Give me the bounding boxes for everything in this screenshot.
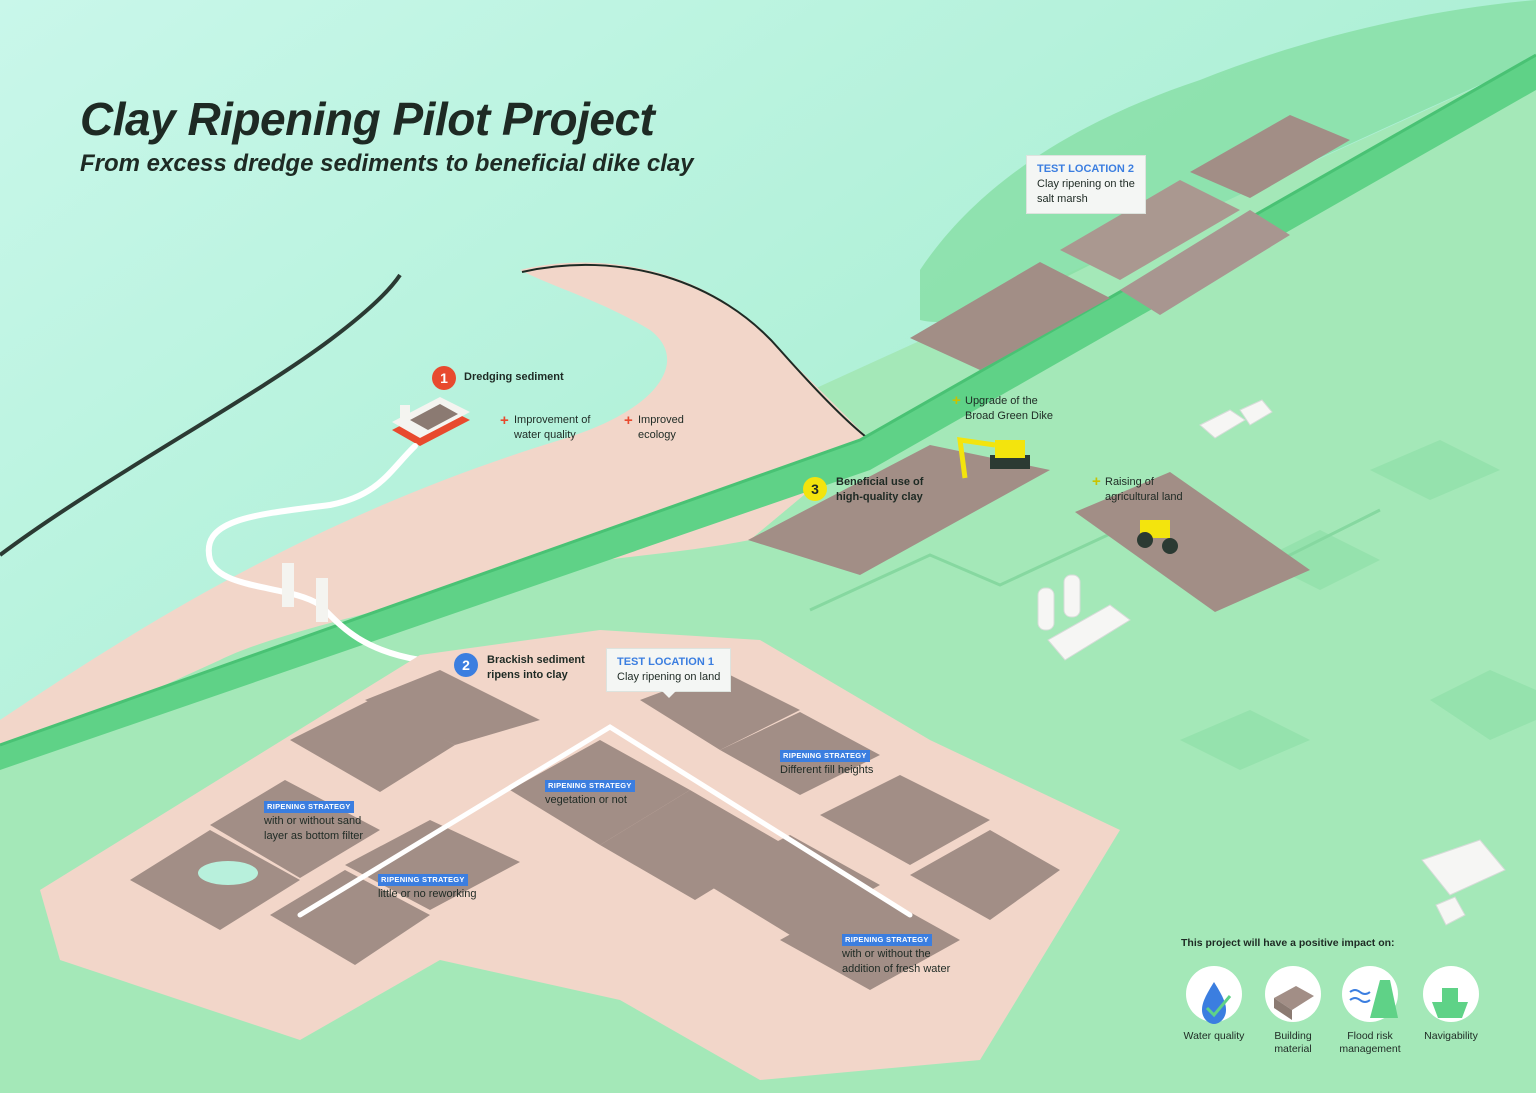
breakwater <box>0 273 402 557</box>
test-location-2-callout: TEST LOCATION 2 Clay ripening on the sal… <box>1026 155 1146 214</box>
test-location-2-text-1: Clay ripening on the <box>1037 178 1135 190</box>
clay-block-icon <box>1274 986 1314 1010</box>
test-basins <box>130 670 1060 990</box>
dike-work-area <box>748 445 1050 575</box>
excavator <box>957 437 1030 479</box>
plus-icon: + <box>1092 473 1101 490</box>
pipeline-towers <box>282 563 328 622</box>
impact-icon-art <box>1202 980 1468 1024</box>
plus-icon: + <box>952 392 961 409</box>
sand-spit <box>0 262 870 760</box>
water-drop-check-icon <box>1202 982 1226 1024</box>
test-location-2-title: TEST LOCATION 2 <box>1037 163 1134 175</box>
step-3-badge: 3 <box>803 477 827 501</box>
plus-icon: + <box>624 412 633 429</box>
page-title: Clay Ripening Pilot Project <box>80 93 655 145</box>
test-location-2-text-2: salt marsh <box>1037 193 1088 205</box>
spit-edge <box>521 263 871 441</box>
impact-heading: This project will have a positive impact… <box>1181 937 1395 949</box>
step-1-badge: 1 <box>432 366 456 390</box>
dike-wave-icon <box>1370 980 1398 1018</box>
dredging-boat <box>392 397 470 446</box>
sediment-pipeline <box>205 443 613 730</box>
test-location-1-text: Clay ripening on land <box>617 671 721 683</box>
ship-icon <box>1432 1002 1468 1018</box>
step-2-badge: 2 <box>454 653 478 677</box>
page-subtitle: From excess dredge sediments to benefici… <box>80 150 694 177</box>
tractor <box>1137 520 1178 554</box>
green-dike <box>0 55 1536 770</box>
farm-buildings <box>1037 399 1506 926</box>
fresh-water-pond <box>198 861 258 885</box>
step-1-label: Dredging sediment <box>464 371 564 383</box>
impact-water-quality: Water quality <box>1183 1030 1245 1042</box>
test-location-1-callout: TEST LOCATION 1 Clay ripening on land <box>606 648 732 698</box>
dike-top <box>0 53 1536 747</box>
agricultural-field <box>1075 472 1310 612</box>
test-location-1-title: TEST LOCATION 1 <box>617 656 714 668</box>
land-pipeline <box>297 724 913 918</box>
salt-marsh-plots <box>910 115 1350 370</box>
plus-icon: + <box>500 412 509 429</box>
impact-navigability: Navigability <box>1424 1030 1478 1042</box>
